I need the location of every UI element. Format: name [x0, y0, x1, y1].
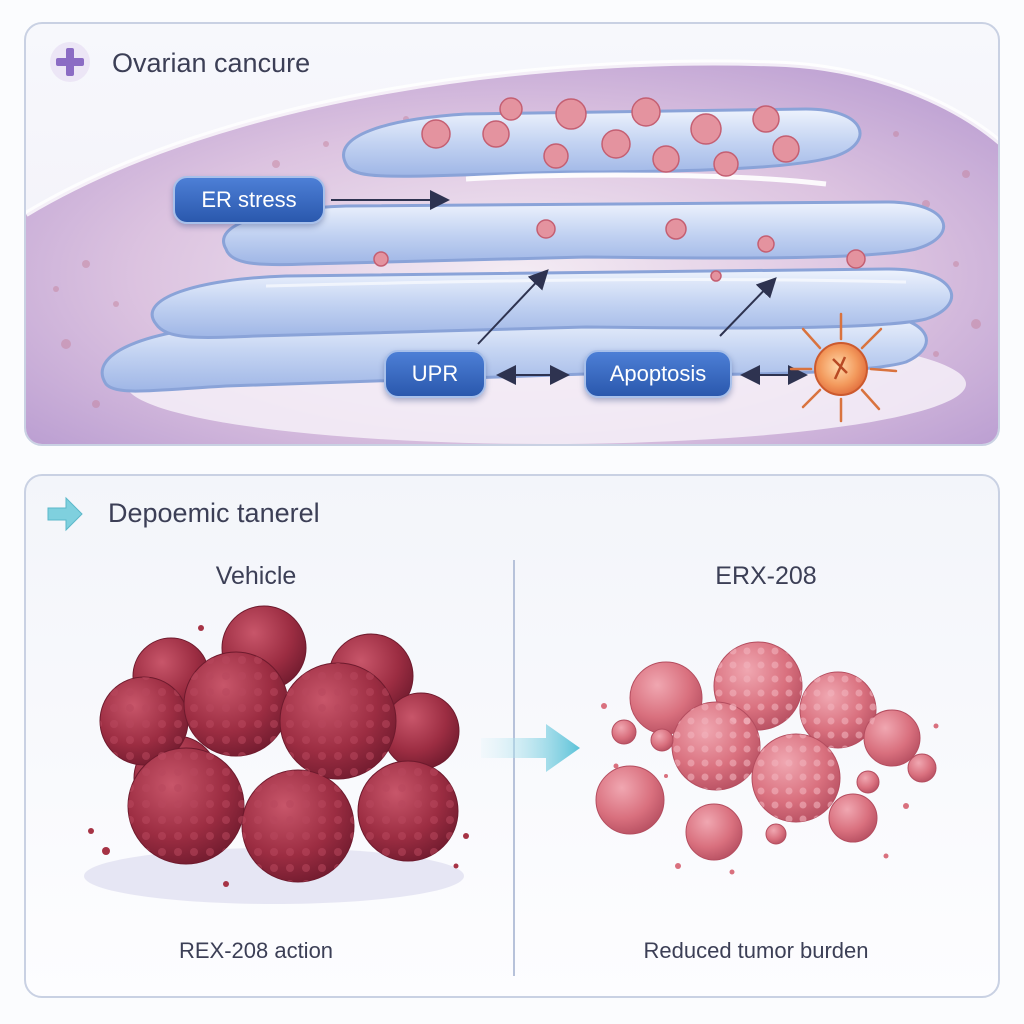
panel-title: Depoemic tanerel: [108, 498, 320, 528]
vehicle-label: Vehicle: [215, 562, 297, 590]
misfolded-proteins: [373, 97, 866, 282]
treatment-caption: Reduced tumor burden: [643, 938, 869, 963]
panel-title: Ovarian cancure: [112, 48, 311, 78]
pathway-arrows: [331, 190, 808, 385]
treatment-arrow-icon: [481, 724, 580, 772]
tumor-illustration: [47, 496, 939, 976]
upr-label: UPR: [384, 350, 486, 398]
plus-badge-icon: [50, 42, 90, 82]
er-illustration: [26, 42, 998, 444]
er-stress-panel: Ovarian cancure ER stress UPR Apoptosis: [24, 22, 1000, 446]
er-stress-label: ER stress: [173, 176, 325, 224]
tumor-comparison-panel: Depoemic tanerel Vehicle ERX-208 REX-208…: [24, 474, 1000, 998]
tissue-speckles: [53, 116, 981, 408]
treatment-label: ERX-208: [715, 562, 817, 590]
treated-tumor-cluster: [595, 641, 939, 875]
apoptosis-label: Apoptosis: [584, 350, 732, 398]
apoptosis-burst-icon: [789, 312, 898, 423]
vehicle-tumor-cluster: [84, 605, 469, 904]
arrow-badge-icon: [47, 496, 83, 532]
vehicle-caption: REX-208 action: [178, 938, 334, 963]
